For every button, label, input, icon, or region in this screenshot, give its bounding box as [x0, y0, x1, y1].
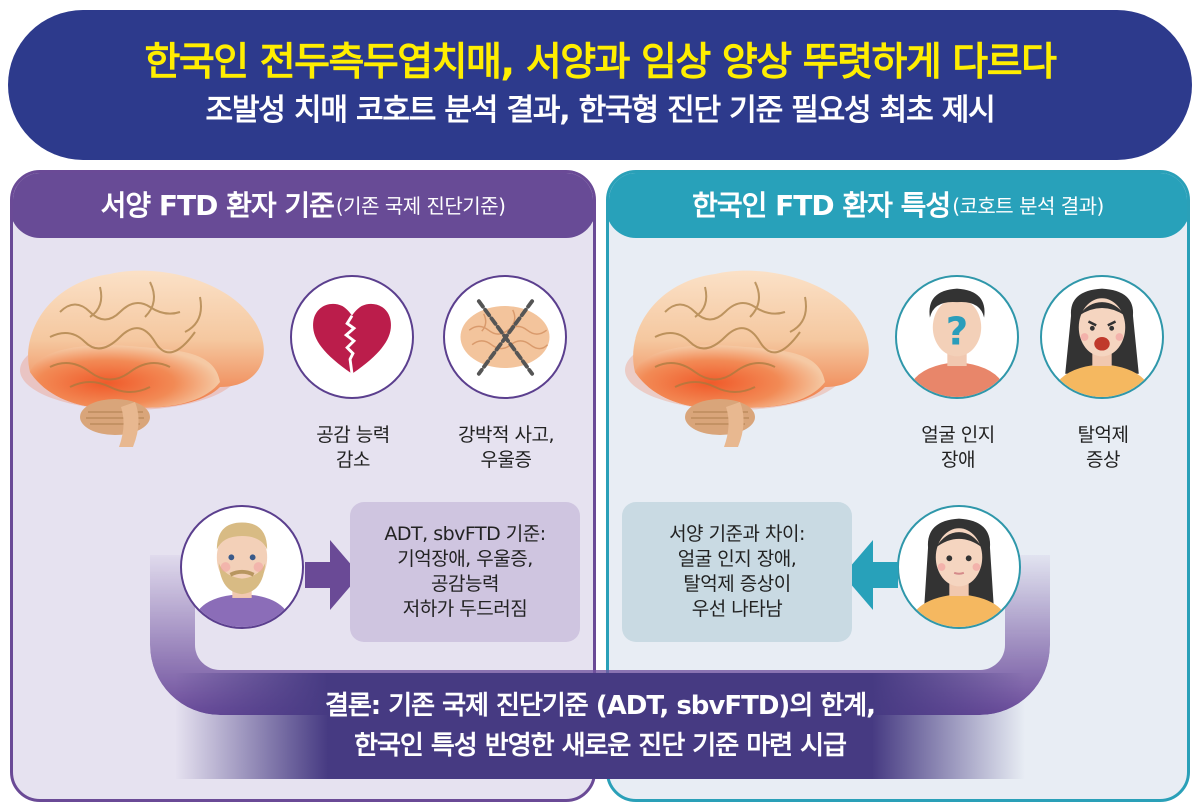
- brain-icon: [10, 252, 280, 452]
- broken-heart-icon: [290, 275, 414, 399]
- korean-panel-title: 한국인 FTD 환자 특성: [692, 189, 951, 222]
- left-arrow-icon: [843, 540, 898, 610]
- western-criteria-box: ADT, sbvFTD 기준: 기억장애, 우울증, 공감능력 저하가 두드러짐: [350, 502, 580, 642]
- chained-brain-icon: [443, 275, 567, 399]
- symptom-caption-face-recognition: 얼굴 인지 장애: [921, 424, 995, 471]
- korean-panel-note: (코호트 분석 결과): [952, 193, 1104, 218]
- brain-icon: [615, 252, 885, 452]
- korean-patient-avatar: [897, 505, 1021, 629]
- conclusion-line-1: 결론: 기존 국제 진단기준 (ADT, sbvFTD)의 한계,: [324, 691, 876, 721]
- western-panel-header: 서양 FTD 환자 기준 (기존 국제 진단기준): [13, 173, 593, 238]
- western-panel-title: 서양 FTD 환자 기준: [100, 189, 335, 222]
- western-patient-avatar: [180, 505, 304, 629]
- banner-subtitle: 조발성 치매 코호트 분석 결과, 한국형 진단 기준 필요성 최초 제시: [205, 93, 995, 128]
- svg-text:?: ?: [946, 310, 968, 355]
- right-arrow-icon: [305, 540, 360, 610]
- banner-title: 한국인 전두측두엽치매, 서양과 임상 양상 뚜렷하게 다르다: [144, 40, 1057, 85]
- korean-panel-header: 한국인 FTD 환자 특성 (코호트 분석 결과): [609, 173, 1187, 238]
- conclusion-band: 결론: 기존 국제 진단기준 (ADT, sbvFTD)의 한계, 한국인 특성…: [175, 673, 1025, 779]
- faceless-man-question-icon: ?: [895, 275, 1019, 399]
- symptom-caption-disinhibition: 탈억제 증상: [1077, 424, 1129, 471]
- conclusion-line-2: 한국인 특성 반영한 새로운 진단 기준 마련 시급: [354, 731, 847, 761]
- title-banner: 한국인 전두측두엽치매, 서양과 임상 양상 뚜렷하게 다르다 조발성 치매 코…: [8, 10, 1192, 160]
- symptom-caption-empathy: 공감 능력 감소: [316, 424, 390, 471]
- symptom-caption-obsessive: 강박적 사고, 우울증: [458, 424, 554, 471]
- disinhibited-woman-icon: [1040, 275, 1164, 399]
- korean-difference-box: 서양 기준과 차이: 얼굴 인지 장애, 탈억제 증상이 우선 나타남: [622, 502, 852, 642]
- western-panel-note: (기존 국제 진단기준): [335, 193, 506, 218]
